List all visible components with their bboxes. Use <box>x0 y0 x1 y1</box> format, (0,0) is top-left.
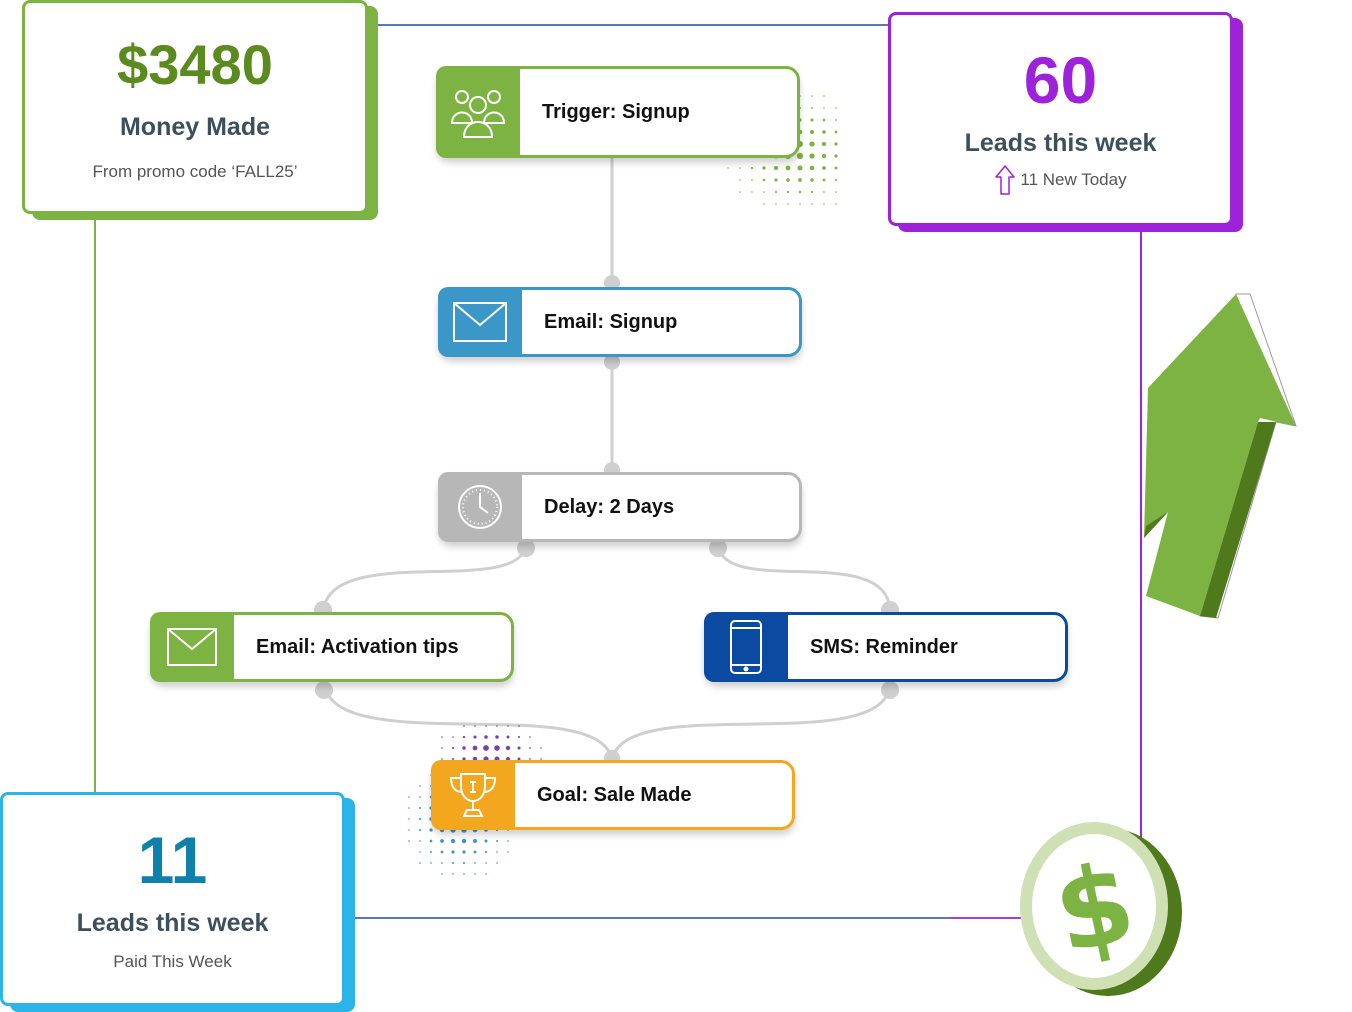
money-made-card: $3480 Money Made From promo code ‘FALL25… <box>22 0 368 214</box>
smartphone-icon <box>704 612 788 682</box>
leads-this-week-card: 60 Leads this week 11 New Today <box>888 12 1233 226</box>
node-delay-label: Delay: 2 Days <box>544 495 675 518</box>
money-made-value: $3480 <box>117 33 273 96</box>
paid-leads-value: 11 <box>137 823 208 897</box>
paid-leads-card: 11 Leads this week Paid This Week <box>0 792 345 1006</box>
leads-subtext: 11 New Today <box>1020 170 1127 189</box>
leads-value: 60 <box>1023 43 1098 117</box>
node-email-signup-label: Email: Signup <box>544 310 678 333</box>
node-trigger-label: Trigger: Signup <box>542 100 690 123</box>
node-email-activation-tips[interactable]: Email: Activation tips <box>150 612 514 682</box>
envelope-icon <box>150 612 234 682</box>
dollar-coin-icon: $ <box>1020 822 1182 996</box>
clock-icon <box>438 472 522 542</box>
node-trigger-signup[interactable]: Trigger: Signup <box>436 66 800 158</box>
node-goal-sale-made[interactable]: Goal: Sale Made <box>431 760 795 830</box>
trophy-icon <box>431 760 515 830</box>
node-sms-label: SMS: Reminder <box>810 635 958 658</box>
envelope-icon <box>438 287 522 357</box>
node-goal-label: Goal: Sale Made <box>537 783 692 806</box>
leads-label: Leads this week <box>964 129 1157 157</box>
node-email-tips-label: Email: Activation tips <box>256 635 459 658</box>
arrow-up-icon <box>995 165 1016 195</box>
paid-leads-label: Leads this week <box>76 909 269 937</box>
money-made-label: Money Made <box>119 113 271 141</box>
node-email-signup[interactable]: Email: Signup <box>438 287 802 357</box>
node-delay[interactable]: Delay: 2 Days <box>438 472 802 542</box>
paid-leads-subtext: Paid This Week <box>113 952 232 971</box>
node-sms-reminder[interactable]: SMS: Reminder <box>704 612 1068 682</box>
money-made-subtext: From promo code ‘FALL25’ <box>92 162 298 181</box>
people-icon <box>436 66 520 158</box>
up-arrow-icon <box>1144 293 1297 619</box>
leads-subtext-row: 11 New Today <box>891 164 1230 196</box>
